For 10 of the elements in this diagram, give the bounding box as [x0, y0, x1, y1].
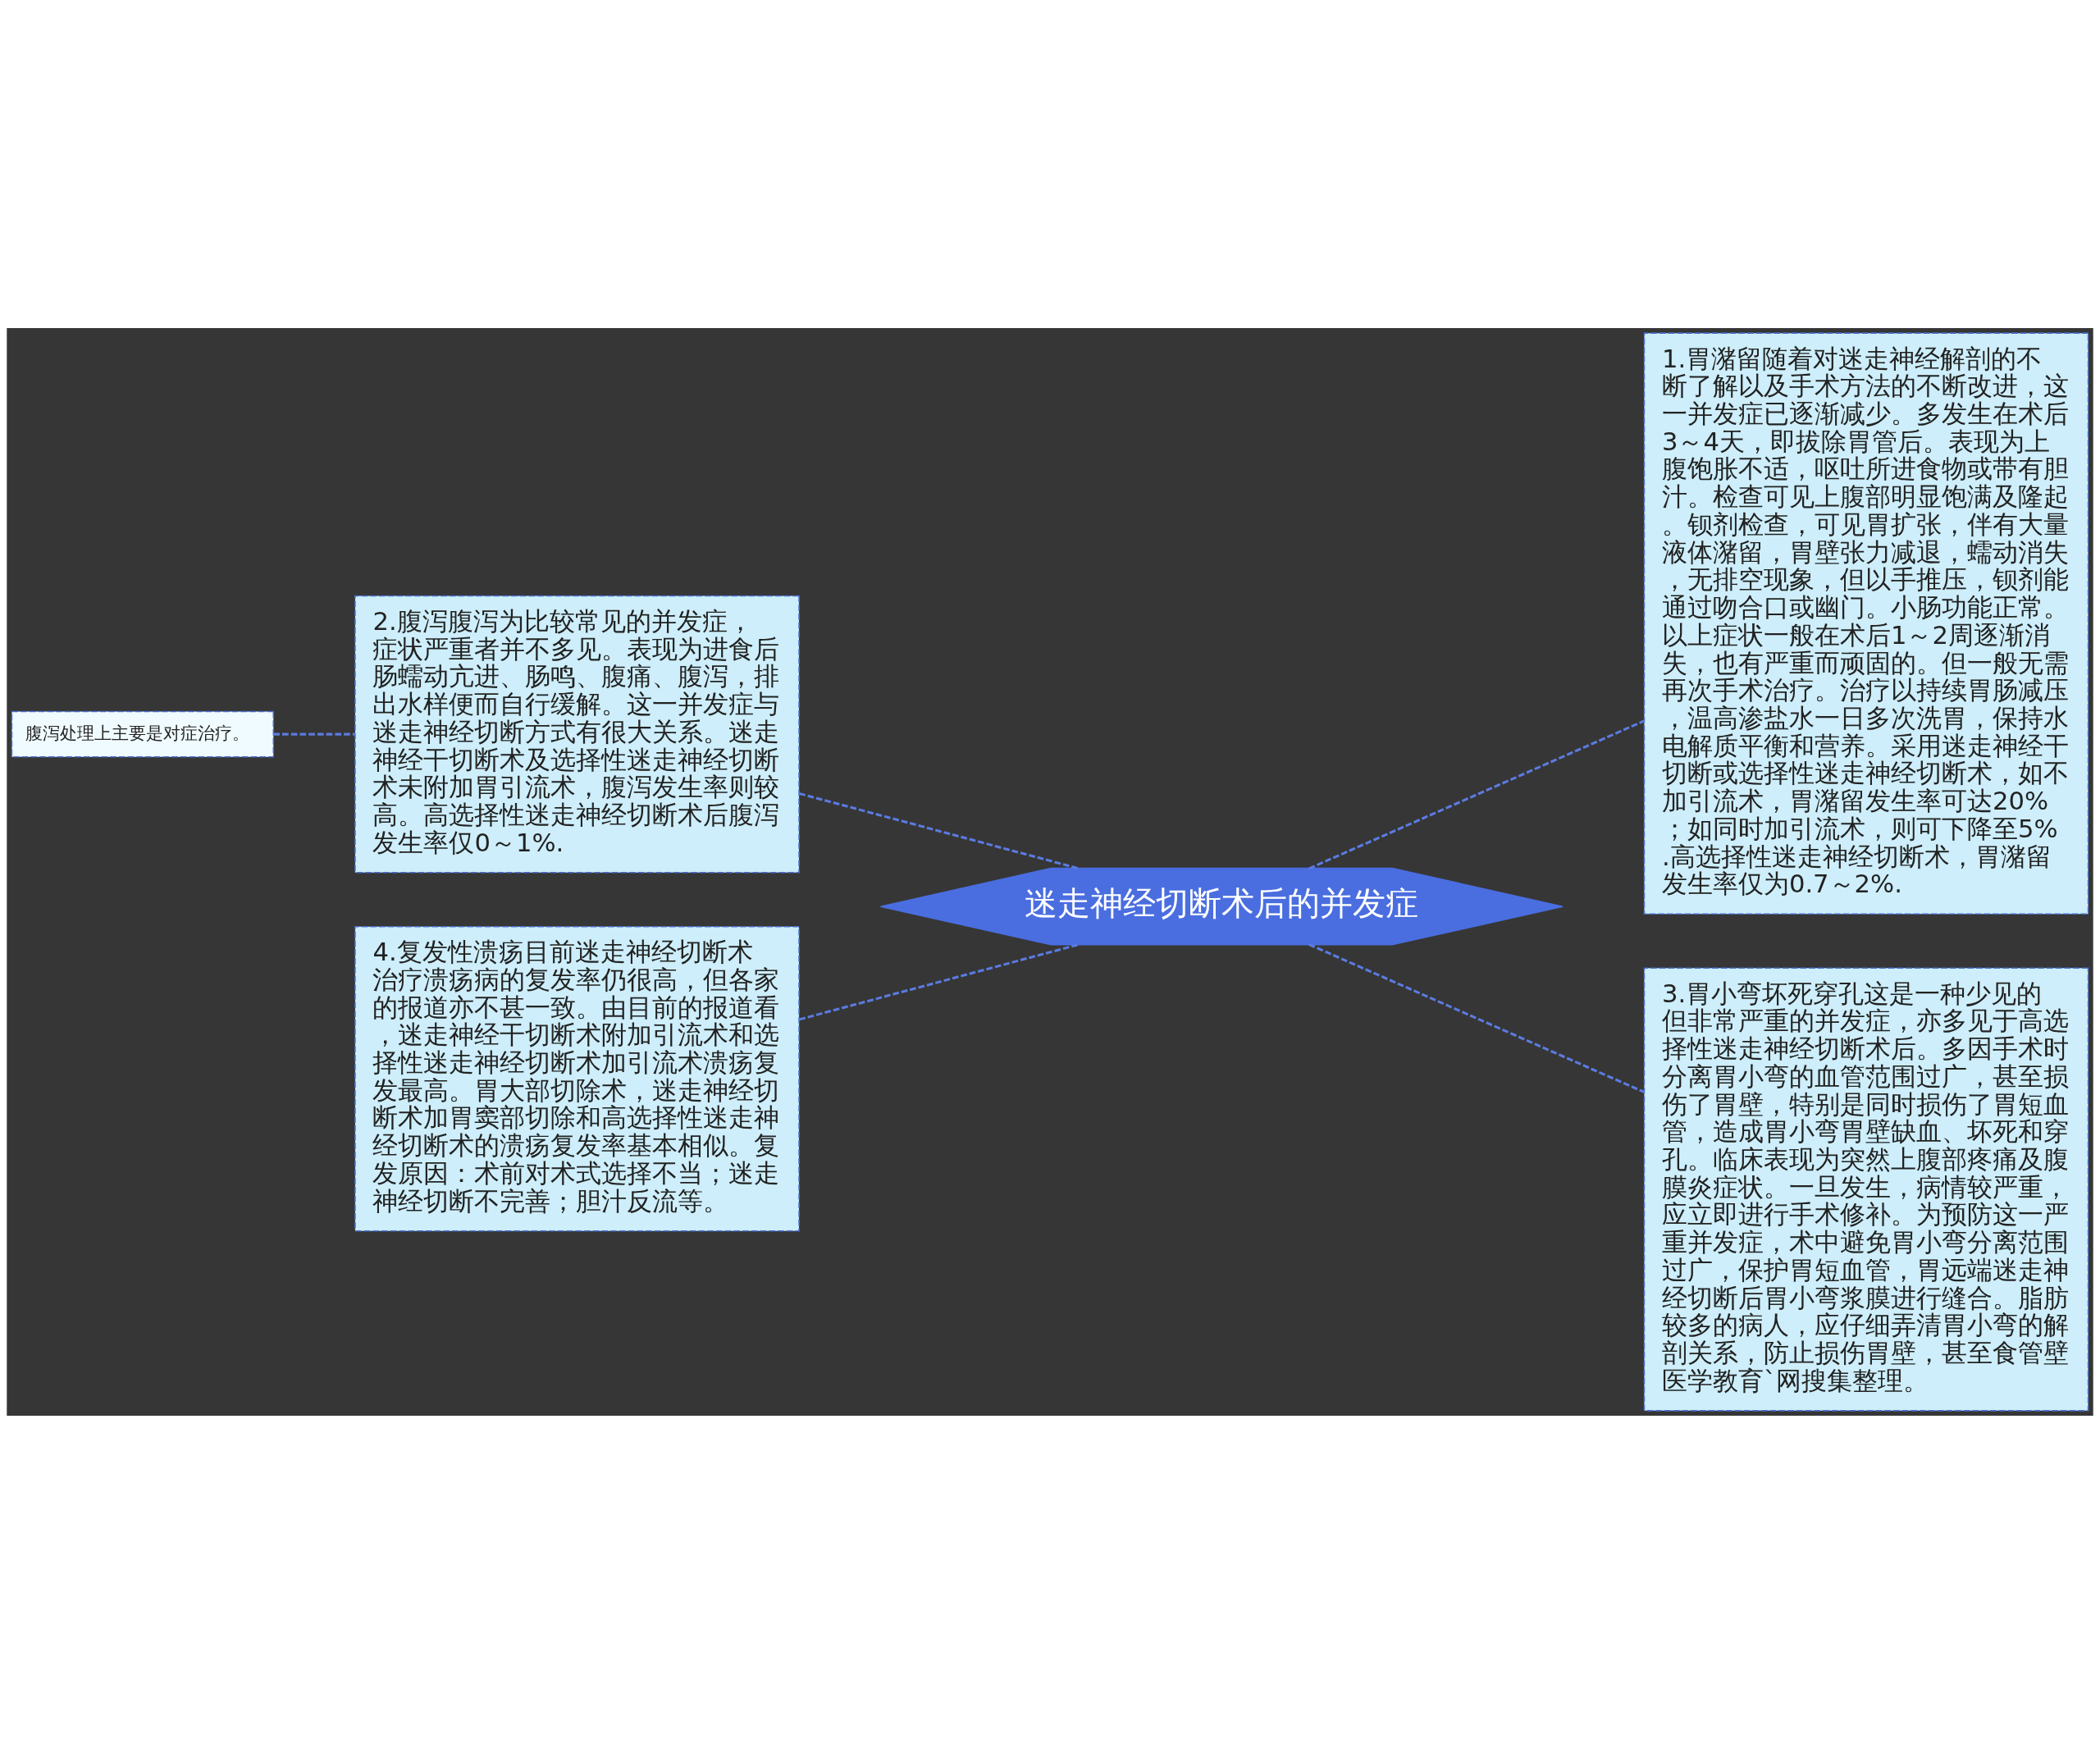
node-box: 1.胃潴留随着对迷走神经解剖的不断了解以及手术方法的不断改进，这一并发症已逐渐减少。多发生在术后3～4天，即拔除胃管后。表现为上腹饱胀不适，呕吐所进食物或带有胆汁。检查可见上腹部明显饱满及隆起。钡剂检查，可见胃扩张，伴有大量液体潴留，胃壁张力减退，蠕动消失，无排空现象，但以手推压，钡剂能通过吻合口或幽门。小肠功能正常。以上症状一般在术后1～2周逐渐消失，也有严重而顽固的。但一般无需再次手术治疗。治疗以持续胃肠减压，温高渗盐水一日多次洗胃，保持水电解质平衡和营养。采用迷走神经干切断或选择性迷走神经切断术，如不加引流术，胃潴留发生率可达20%；如同时加引流术，则可下降至5%.高选择性迷走神经切断术，胃潴留发生率仅为0.7～2%. — [1643, 331, 2089, 915]
connector — [1308, 942, 1645, 1093]
connector — [273, 732, 355, 736]
connector — [799, 792, 1080, 869]
node-box: 4.复发性溃疡目前迷走神经切断术治疗溃疡病的复发率仍很高，但各家的报道亦不甚一致。由目前的报道看，迷走神经干切断术附加引流术和选择性迷走神经切断术加引流术溃疡复发最高。胃大部切除术，迷走神经切断术加胃窦部切除和高选择性迷走神经切断术的溃疡复发率基本相似。复发原因：术前对术式选择不当；迷走神经切断不完善；胆汁反流等。 — [354, 925, 800, 1231]
node-box: 3.胃小弯坏死穿孔这是一种少见的但非常严重的并发症，亦多见于高选择性迷走神经切断术后。多因手术时分离胃小弯的血管范围过广，甚至损伤了胃壁，特别是同时损伤了胃短血管，造成胃小弯胃壁缺血、坏死和穿孔。临床表现为突然上腹部疼痛及腹膜炎症状。一旦发生，病情较严重，应立即进行手术修补。为预防这一严重并发症，术中避免胃小弯分离范围过广，保护胃短血管，胃远端迷走神经切断后胃小弯浆膜进行缝合。脂肪较多的病人，应仔细弄清胃小弯的解剖关系，防止损伤胃壁，甚至食管壁医学教育`网搜集整理。 — [1643, 967, 2089, 1412]
connector — [1308, 719, 1645, 869]
node-box: 腹泻处理上主要是对症治疗。 — [11, 710, 275, 757]
node-box: 2.腹泻腹泻为比较常见的并发症，症状严重者并不多见。表现为进食后肠蠕动亢进、肠鸣、腹痛、腹泻，排出水样便而自行缓解。这一并发症与迷走神经切断方式有很大关系。迷走神经干切断术及选择性迷走神经切断术未附加胃引流术，腹泻发生率则较高。高选择性迷走神经切断术后腹泻发生率仅0～1%. — [354, 595, 800, 874]
connector — [799, 942, 1080, 1020]
